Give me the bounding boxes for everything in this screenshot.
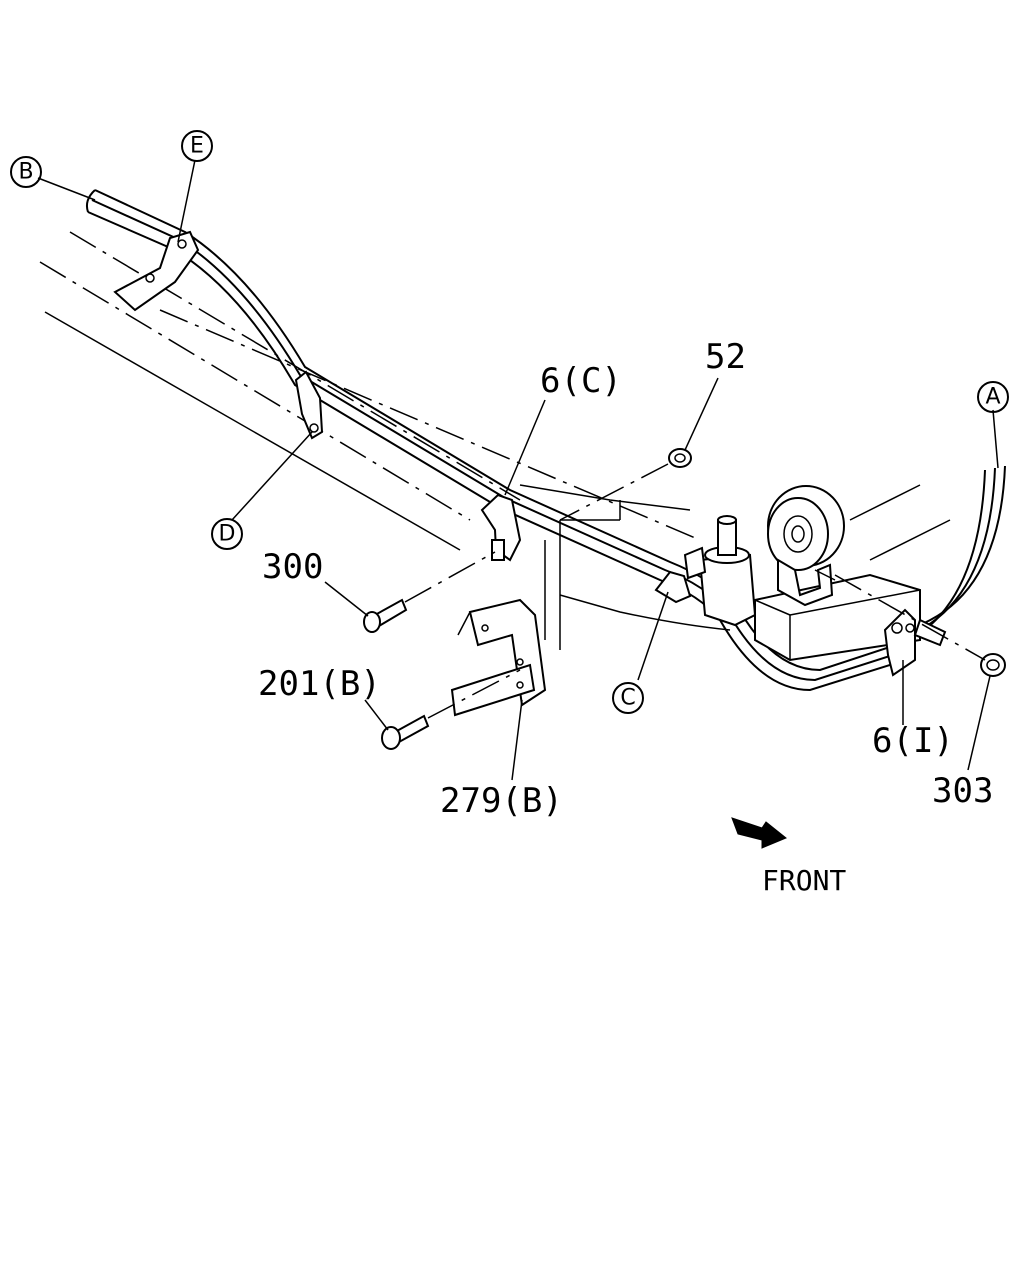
label-300: 300 — [262, 547, 323, 587]
clip-6i — [883, 608, 947, 677]
label-303: 303 — [932, 771, 993, 811]
svg-text:D: D — [219, 522, 236, 547]
bolt-201b — [381, 714, 430, 750]
front-arrow-icon — [731, 817, 787, 849]
label-6c: 6(C) — [540, 361, 622, 401]
svg-text:C: C — [620, 686, 635, 711]
callout-e: E — [181, 130, 213, 162]
svg-text:A: A — [985, 385, 1000, 410]
nut-303 — [980, 653, 1006, 677]
callout-a: A — [977, 381, 1009, 413]
nut-52 — [668, 448, 692, 468]
bracket-279b — [450, 598, 547, 717]
clip-6c — [480, 493, 522, 562]
callout-c: C — [612, 682, 644, 714]
bolt-300 — [363, 598, 408, 633]
svg-text:B: B — [18, 160, 33, 185]
label-6i: 6(I) — [872, 721, 954, 761]
clip-e-bracket — [113, 230, 200, 312]
clip-c — [654, 570, 692, 604]
callout-d: D — [211, 518, 243, 550]
reservoir — [767, 485, 845, 607]
label-52: 52 — [705, 337, 746, 377]
alignment-lines — [404, 463, 986, 719]
front-label: FRONT — [762, 864, 846, 897]
leader-lines — [37, 159, 999, 781]
label-279b: 279(B) — [440, 781, 563, 821]
label-201b: 201(B) — [258, 664, 381, 704]
svg-text:E: E — [190, 134, 204, 159]
callout-b: B — [10, 156, 42, 188]
clip-d — [294, 370, 324, 440]
